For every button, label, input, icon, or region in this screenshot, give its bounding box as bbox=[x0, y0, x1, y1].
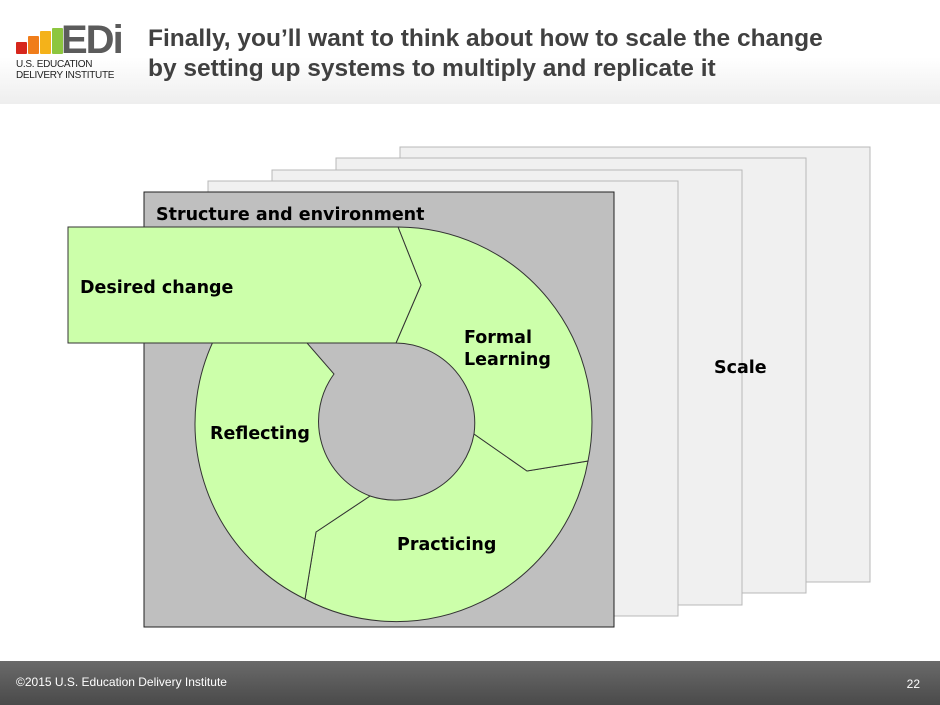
logo-bar-red bbox=[16, 42, 27, 54]
desired-change-arrow bbox=[67, 226, 422, 344]
formal-learning-label-1: Formal bbox=[464, 328, 532, 348]
structure-label: Structure and environment bbox=[156, 205, 425, 225]
slide-title-line-1: Finally, you’ll want to think about how … bbox=[148, 25, 823, 52]
slide-title: Finally, you’ll want to think about how … bbox=[148, 24, 918, 84]
slide-header: EDi U.S. EDUCATION DELIVERY INSTITUTE Fi… bbox=[0, 0, 940, 104]
desired-change-label: Desired change bbox=[80, 278, 234, 298]
scale-label: Scale bbox=[714, 358, 767, 378]
practicing-label: Practicing bbox=[397, 535, 496, 555]
edi-logo: EDi U.S. EDUCATION DELIVERY INSTITUTE bbox=[14, 20, 124, 82]
segment-formal-learning bbox=[395, 226, 593, 472]
page-number: 22 bbox=[906, 677, 920, 691]
formal-learning-label-2: Learning bbox=[464, 350, 551, 370]
reflecting-label: Reflecting bbox=[210, 424, 310, 444]
logo-bar-yellow bbox=[40, 31, 51, 54]
logo-line-2: DELIVERY INSTITUTE bbox=[16, 70, 115, 81]
logo-bar-orange bbox=[28, 36, 39, 54]
scale-diagram: Structure and environment Desired change… bbox=[67, 146, 871, 628]
segment-practicing bbox=[304, 433, 589, 623]
slide-title-line-2: by setting up systems to multiply and re… bbox=[148, 55, 716, 82]
logo-mark: EDi bbox=[61, 18, 124, 62]
logo-line-1: U.S. EDUCATION bbox=[16, 59, 93, 70]
logo-bars-icon bbox=[16, 28, 63, 54]
logo-bar-green bbox=[52, 28, 63, 54]
slide-footer: ©2015 U.S. Education Delivery Institute … bbox=[0, 661, 940, 705]
copyright-text: ©2015 U.S. Education Delivery Institute bbox=[16, 675, 227, 689]
